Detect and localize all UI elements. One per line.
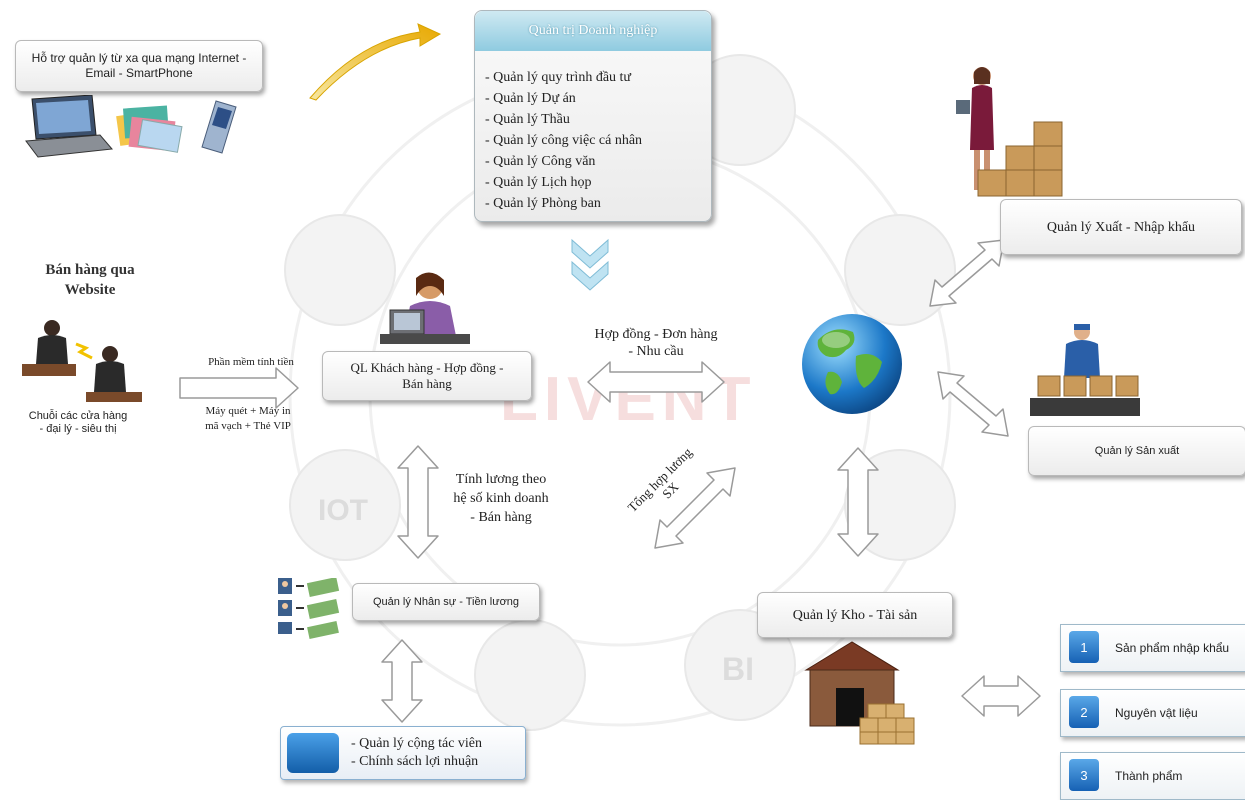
inventory-item: 3 Thành phẩm [1060,752,1245,800]
website-sales-label: Bán hàng qua Website [45,262,135,298]
partner-text: - Quản lý cộng tác viên - Chính sách lợi… [351,736,483,769]
list-item: - Quản lý Thầu [485,112,570,127]
inventory-item: 1 Sản phẩm nhập khẩu [1060,624,1245,672]
inventory-label: Nguyên vật liệu [1115,706,1198,720]
chevron-down-icon [571,238,609,291]
contract-order-label: Hợp đồng - Đơn hàng - Nhu cầu [594,327,718,359]
hr-payroll-box: Quản lý Nhân sự - Tiền lương [352,583,540,621]
double-arrow-icon [837,447,879,557]
list-item: - Quản lý Phòng ban [485,196,601,211]
inventory-label: Thành phẩm [1115,769,1183,783]
devices-illustration [25,95,237,158]
list-item: - Quản lý quy trình đầu tư [485,70,632,85]
warehouse-box: Quản lý Kho - Tài sản [757,592,953,638]
import-export-box: Quản lý Xuất - Nhập khẩu [1000,199,1242,255]
list-item: - Quản lý Lịch họp [485,175,592,190]
enterprise-list: - Quản lý quy trình đầu tư - Quản lý Dự … [485,67,642,214]
laptop-icon [25,95,113,158]
remote-support-label: Hỗ trợ quản lý từ xa qua mạng Internet -… [31,51,247,80]
smartphone-icon [201,100,237,154]
globe-icon [802,314,902,414]
double-arrow-icon [397,445,439,559]
call-center-agent-illustration [380,272,470,344]
double-arrow-icon [929,239,1005,307]
crm-box: QL Khách hàng - Hợp đồng - Bán hàng [322,351,532,401]
inventory-number: 2 [1069,696,1099,728]
remote-support-box: Hỗ trợ quản lý từ xa qua mạng Internet -… [15,40,263,92]
inventory-number: 3 [1069,759,1099,791]
email-cards-icon [116,105,183,153]
person-phone-icon [86,346,142,402]
cardboard-boxes-icon [977,121,1063,197]
employee-payroll-illustration [278,578,340,639]
pos-software-label: Phần mềm tính tiền [208,356,294,368]
bi-watermark: BI [722,651,754,687]
list-item: - Quản lý công việc cá nhân [485,133,643,148]
double-arrow-icon [654,467,736,549]
store-chain-label: Chuỗi các cửa hàng - đại lý - siêu thị [28,410,128,435]
call-zigzag-icon [75,342,93,360]
double-arrow-icon [587,361,725,403]
pos-hardware-label: Máy quét + Máy in mã vạch + Thẻ VIP [205,405,291,432]
iot-watermark: IOT [318,494,368,527]
inventory-number: 1 [1069,631,1099,663]
partner-badge [287,733,339,773]
person-phone-icon [22,320,76,376]
list-item: - Quản lý Dự án [485,91,576,106]
inventory-item: 2 Nguyên vật liệu [1060,689,1245,737]
import-export-illustration [956,67,1063,197]
enterprise-title: Quản trị Doanh nghiệp [475,11,711,51]
enterprise-management-box: Quản trị Doanh nghiệp - Quản lý quy trìn… [474,10,712,222]
double-arrow-icon [937,371,1009,437]
warehouse-building-icon [804,641,915,745]
double-arrow-icon [381,639,423,723]
partner-box: - Quản lý cộng tác viên - Chính sách lợi… [280,726,526,780]
production-worker-illustration [1030,324,1140,416]
production-box: Quản lý Sản xuất [1028,426,1245,476]
double-arrow-icon [961,675,1041,717]
list-item: - Quản lý Công văn [485,154,596,169]
curved-arrow-icon [309,23,442,101]
arrow-right-icon [179,367,299,409]
salary-label: Tính lương theo hệ số kinh doanh - Bán h… [453,472,549,525]
inventory-label: Sản phẩm nhập khẩu [1115,641,1230,655]
sales-staff-illustration [22,320,142,402]
